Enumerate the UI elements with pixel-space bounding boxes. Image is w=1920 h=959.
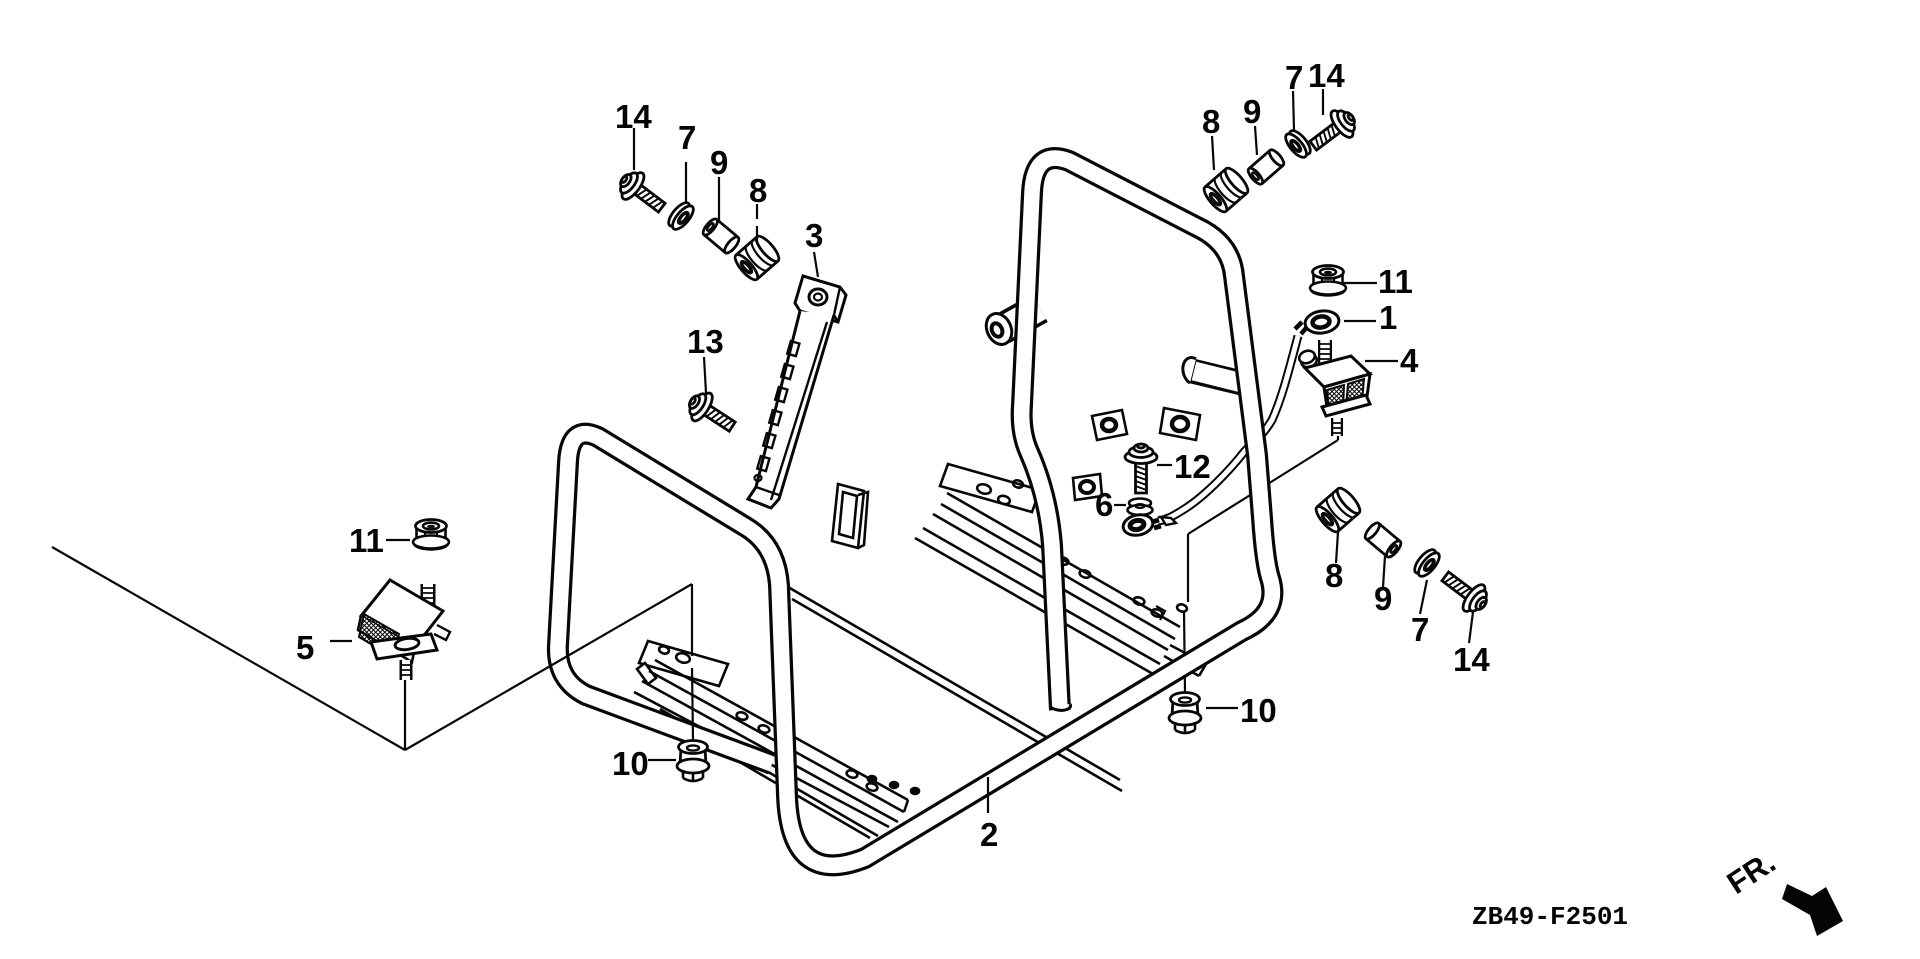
svg-text:7: 7 xyxy=(1411,611,1429,648)
svg-text:14: 14 xyxy=(1308,57,1345,94)
svg-text:7: 7 xyxy=(1285,59,1303,96)
svg-text:9: 9 xyxy=(1243,93,1261,130)
svg-text:10: 10 xyxy=(612,745,649,782)
svg-text:1: 1 xyxy=(1379,299,1397,336)
svg-text:9: 9 xyxy=(710,144,728,181)
svg-text:FR.: FR. xyxy=(1721,844,1782,901)
svg-text:5: 5 xyxy=(296,629,314,666)
svg-text:2: 2 xyxy=(980,816,998,853)
svg-text:8: 8 xyxy=(1325,557,1343,594)
svg-text:14: 14 xyxy=(1453,641,1490,678)
svg-text:11: 11 xyxy=(1378,263,1413,300)
svg-text:ZB49-F2501: ZB49-F2501 xyxy=(1472,902,1628,932)
svg-text:9: 9 xyxy=(1374,580,1392,617)
svg-text:6: 6 xyxy=(1095,486,1113,523)
svg-text:12: 12 xyxy=(1174,448,1211,485)
svg-text:8: 8 xyxy=(1202,103,1220,140)
svg-text:7: 7 xyxy=(678,119,696,156)
svg-text:3: 3 xyxy=(805,217,823,254)
svg-text:10: 10 xyxy=(1240,692,1277,729)
svg-text:13: 13 xyxy=(687,323,724,360)
svg-text:11: 11 xyxy=(349,522,384,559)
svg-text:8: 8 xyxy=(749,172,767,209)
svg-text:4: 4 xyxy=(1400,342,1419,379)
svg-text:14: 14 xyxy=(615,98,652,135)
